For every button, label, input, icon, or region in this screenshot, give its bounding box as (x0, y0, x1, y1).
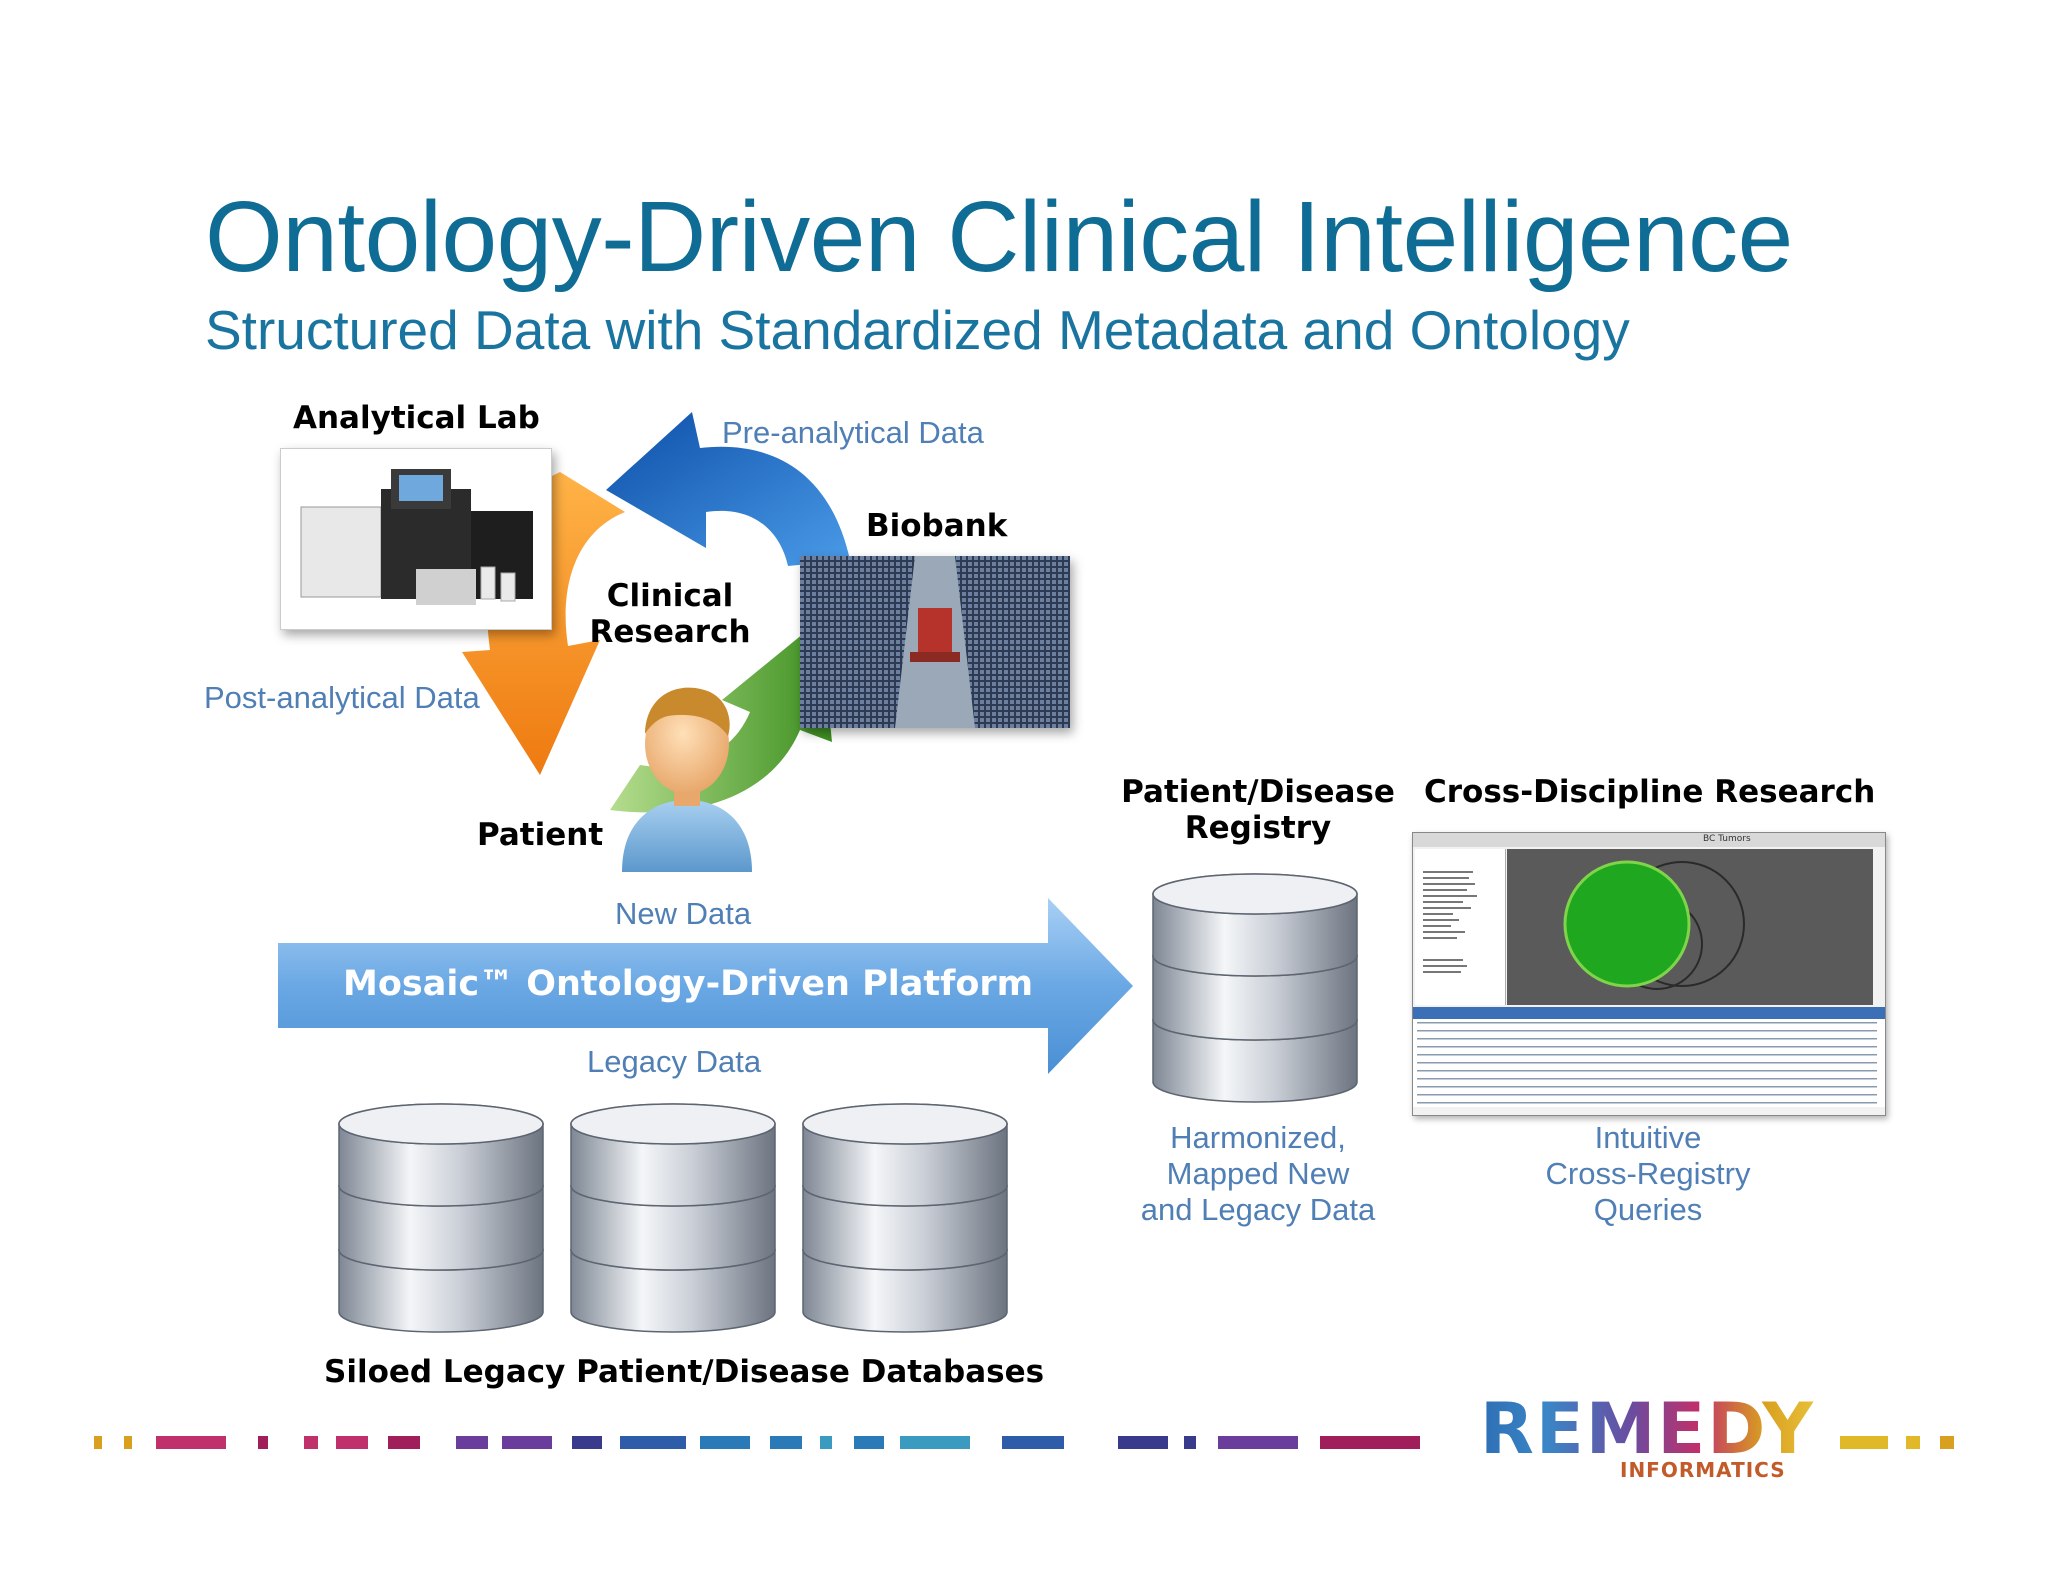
pre-analytical-label: Pre-analytical Data (722, 415, 984, 450)
research-screenshot: BC Tumors (1412, 832, 1886, 1116)
decorative-square (572, 1436, 602, 1449)
blue-arrow (606, 412, 850, 566)
decorative-square (700, 1436, 750, 1449)
registry-title-line1: Patient/Disease (1121, 774, 1395, 810)
new-data-label: New Data (615, 896, 752, 931)
registry-caption-line1: Harmonized, (1170, 1120, 1346, 1155)
logo-subtitle: INFORMATICS (1620, 1458, 1786, 1482)
screenshot-table (1413, 1019, 1885, 1107)
decorative-color-bar (0, 1436, 2048, 1456)
research-caption-line1: Intuitive (1594, 1120, 1702, 1155)
decorative-square (854, 1436, 884, 1449)
research-caption-line3: Queries (1593, 1192, 1703, 1227)
research-title: Cross-Discipline Research (1424, 774, 1876, 810)
decorative-square (336, 1436, 368, 1449)
logo-wordmark: REMEDY (1480, 1388, 1815, 1470)
decorative-square (1840, 1436, 1888, 1449)
remedy-logo: REMEDY INFORMATICS (1480, 1388, 1813, 1488)
decorative-square (1118, 1436, 1168, 1449)
decorative-square (388, 1436, 420, 1449)
decorative-square (900, 1436, 970, 1449)
green-arrow (610, 620, 832, 813)
platform-arrow (278, 898, 1133, 1074)
biobank-label: Biobank (866, 508, 1008, 544)
clinical-research-line2: Research (589, 614, 751, 650)
registry-caption-line3: and Legacy Data (1140, 1192, 1376, 1227)
clinical-research-line1: Clinical (606, 578, 734, 614)
decorative-square (502, 1436, 552, 1449)
page-title: Ontology-Driven Clinical Intelligence (205, 181, 1793, 293)
decorative-square (770, 1436, 802, 1449)
legacy-data-label: Legacy Data (587, 1044, 762, 1079)
screenshot-sidebar (1415, 849, 1506, 1005)
decorative-square (456, 1436, 488, 1449)
decorative-square (1002, 1436, 1064, 1449)
patient-icon (622, 687, 752, 872)
decorative-square (304, 1436, 318, 1449)
decorative-square (1320, 1436, 1420, 1449)
decorative-square (1218, 1436, 1298, 1449)
biobank-image (800, 556, 1070, 728)
decorative-square (1184, 1436, 1196, 1449)
decorative-square (1906, 1436, 1920, 1449)
analytical-lab-image (280, 448, 552, 630)
screenshot-table-header (1413, 1007, 1885, 1019)
decorative-square (94, 1436, 102, 1449)
registry-caption: Harmonized, Mapped New and Legacy Data (1110, 1120, 1406, 1228)
decorative-square (1940, 1436, 1954, 1449)
decorative-square (820, 1436, 832, 1449)
analytical-lab-label: Analytical Lab (293, 400, 540, 436)
clinical-research-label: Clinical Research (580, 578, 760, 650)
platform-arrow-label: Mosaic™ Ontology-Driven Platform (343, 964, 1034, 1004)
page-subtitle: Structured Data with Standardized Metada… (205, 299, 1630, 361)
screenshot-title: BC Tumors (1703, 834, 1751, 844)
registry-caption-line2: Mapped New (1166, 1156, 1350, 1191)
decorative-square (258, 1436, 268, 1449)
legacy-caption: Siloed Legacy Patient/Disease Databases (324, 1354, 1045, 1390)
registry-title: Patient/Disease Registry (1110, 774, 1406, 846)
decorative-square (124, 1436, 132, 1449)
registry-title-line2: Registry (1184, 810, 1332, 846)
research-caption: Intuitive Cross-Registry Queries (1500, 1120, 1796, 1228)
screenshot-venn-panel (1507, 849, 1873, 1005)
decorative-square (620, 1436, 686, 1449)
post-analytical-label: Post-analytical Data (204, 680, 480, 715)
screenshot-titlebar (1413, 833, 1885, 847)
patient-label: Patient (477, 817, 604, 853)
research-caption-line2: Cross-Registry (1545, 1156, 1751, 1191)
decorative-square (156, 1436, 226, 1449)
